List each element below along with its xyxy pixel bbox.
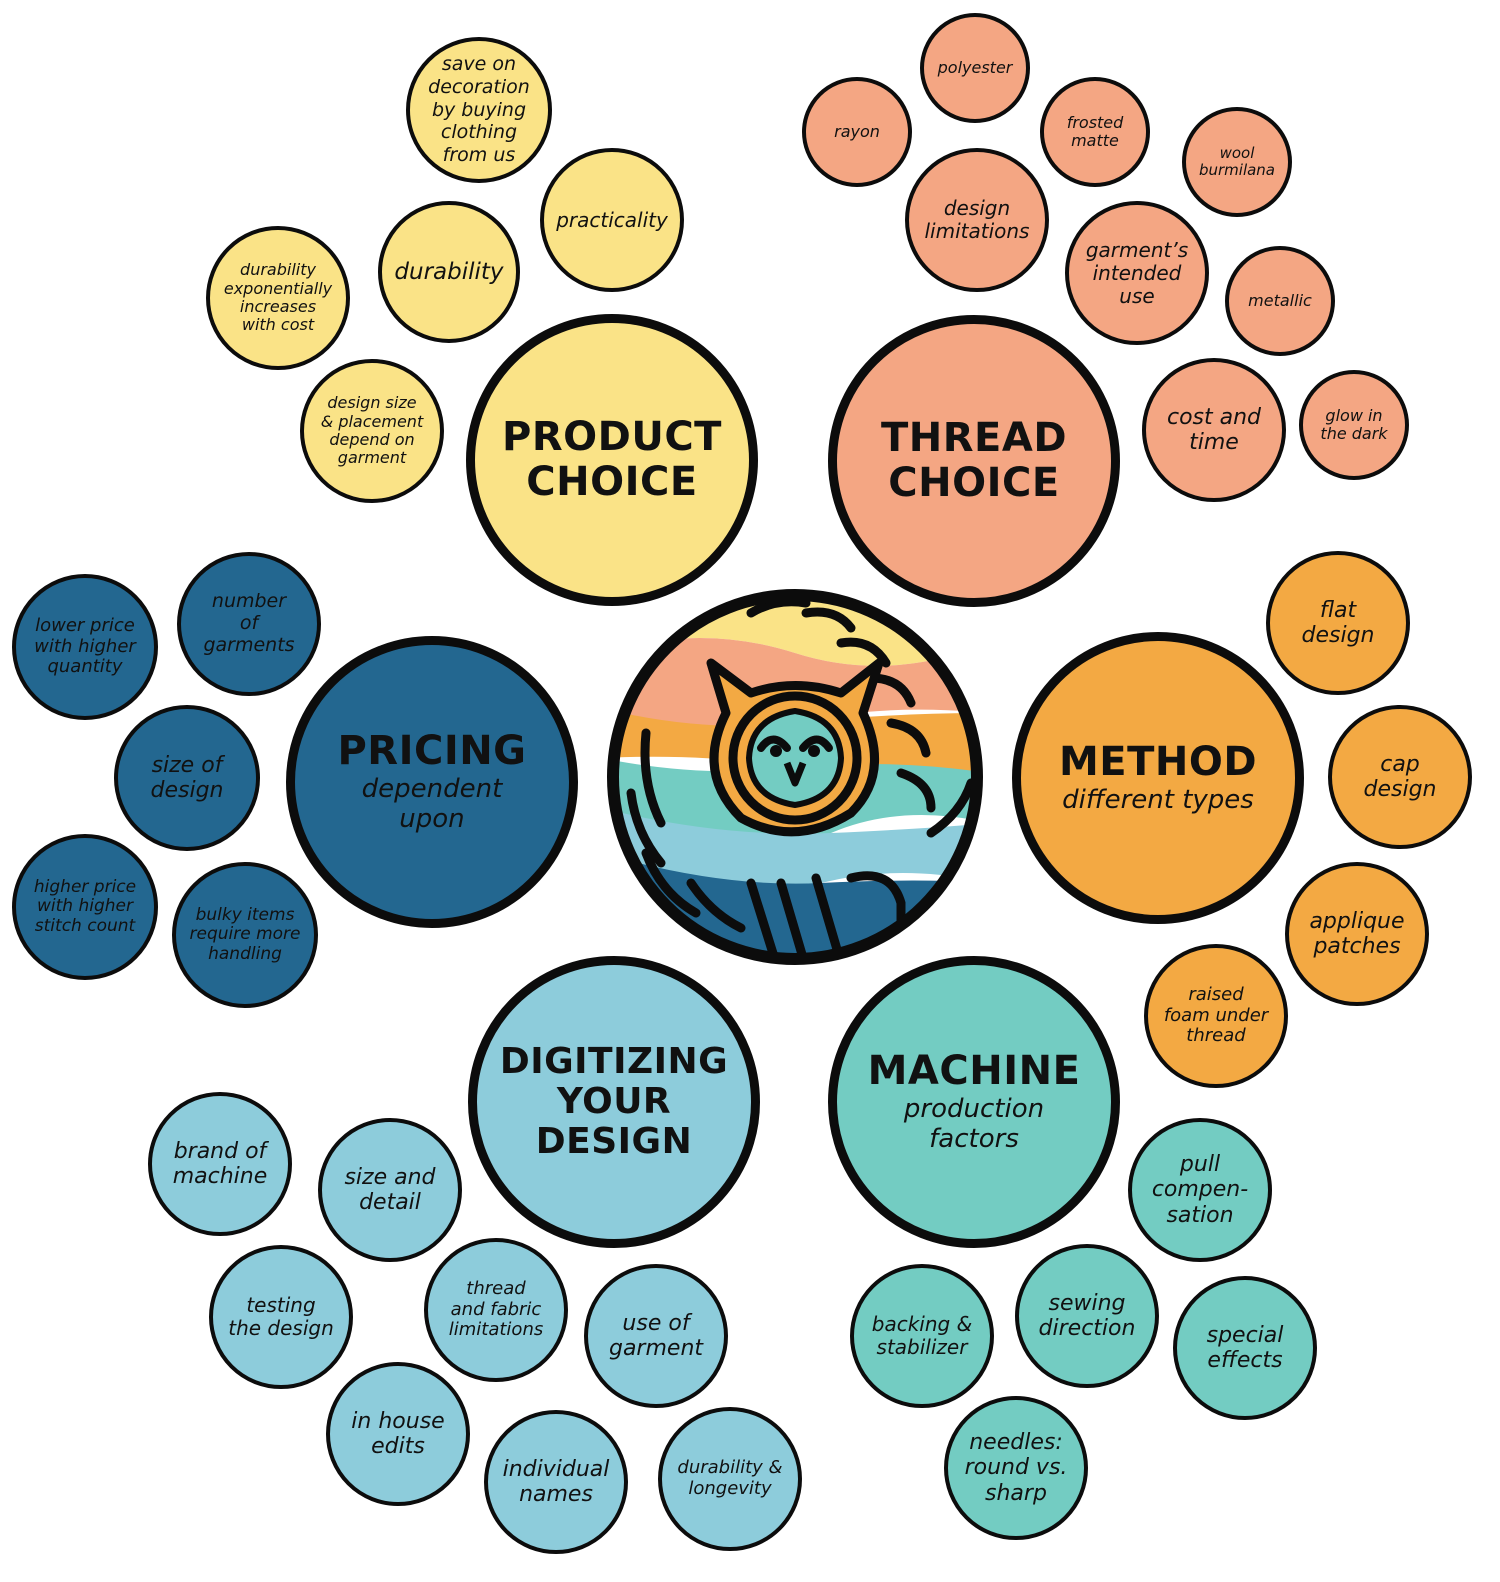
thread-choice-item-label: polyester xyxy=(937,57,1013,77)
pricing-item-label: number of garments xyxy=(203,590,295,656)
digitizing-item-label: in house edits xyxy=(351,1408,445,1459)
pricing-item-label: lower price with higher quantity xyxy=(34,614,136,678)
product-choice-item-label: design size & placement depend on garmen… xyxy=(320,393,424,468)
thread-choice-item-label: glow in the dark xyxy=(1320,405,1388,443)
thread-choice-item-label: cost and time xyxy=(1166,404,1262,455)
thread-choice-item: glow in the dark xyxy=(1299,370,1409,480)
product-choice-title: PRODUCT CHOICE xyxy=(502,414,722,505)
method-hub: METHOD different types xyxy=(1012,632,1304,924)
thread-choice-title: THREAD CHOICE xyxy=(880,415,1068,506)
digitizing-item: size and detail xyxy=(318,1118,462,1262)
digitizing-item-label: individual names xyxy=(502,1456,610,1507)
pricing-title: PRICING xyxy=(337,727,527,774)
pricing-hub: PRICING dependent upon xyxy=(286,636,578,928)
method-item-label: flat design xyxy=(1301,597,1375,648)
machine-item-label: sewing direction xyxy=(1038,1290,1136,1341)
thread-choice-item: polyester xyxy=(920,13,1030,123)
method-item-label: cap design xyxy=(1363,751,1437,802)
product-choice-item: design size & placement depend on garmen… xyxy=(300,359,444,503)
machine-item-label: needles: round vs. sharp xyxy=(964,1430,1068,1506)
pricing-item-label: size of design xyxy=(150,752,224,803)
method-item: raised foam under thread xyxy=(1144,944,1288,1088)
product-choice-item: durability exponentially increases with … xyxy=(206,226,350,370)
method-item-label: applique patches xyxy=(1309,908,1405,959)
thread-choice-item: design limitations xyxy=(905,148,1049,292)
digitizing-title: DIGITIZING YOUR DESIGN xyxy=(499,1040,729,1163)
pricing-item: bulky items require more handling xyxy=(172,862,318,1008)
thread-choice-item: garment’s intended use xyxy=(1065,201,1209,345)
product-choice-item: durability xyxy=(378,201,520,343)
pricing-item: size of design xyxy=(114,705,260,851)
method-item: cap design xyxy=(1328,705,1472,849)
thread-choice-item: wool burmilana xyxy=(1182,107,1292,217)
machine-item: sewing direction xyxy=(1015,1244,1159,1388)
product-choice-item: save on decoration by buying clothing fr… xyxy=(406,37,552,183)
thread-choice-item-label: design limitations xyxy=(924,196,1030,243)
digitizing-item-label: brand of machine xyxy=(172,1138,268,1189)
product-choice-item-label: durability xyxy=(394,258,504,285)
product-choice-item-label: practicality xyxy=(556,207,668,232)
pricing-item: number of garments xyxy=(177,552,321,696)
digitizing-item-label: use of garment xyxy=(608,1310,704,1361)
pricing-item-label: bulky items require more handling xyxy=(189,904,301,964)
digitizing-item: durability & longevity xyxy=(658,1407,802,1551)
product-choice-hub: PRODUCT CHOICE xyxy=(466,314,758,606)
machine-item-label: special effects xyxy=(1206,1322,1284,1373)
digitizing-item: testing the design xyxy=(209,1245,353,1389)
machine-title: MACHINE xyxy=(867,1047,1081,1094)
method-item-label: raised foam under thread xyxy=(1163,983,1269,1047)
digitizing-hub: DIGITIZING YOUR DESIGN xyxy=(468,956,760,1248)
digitizing-item: brand of machine xyxy=(148,1092,292,1236)
machine-item: needles: round vs. sharp xyxy=(944,1396,1088,1540)
thread-choice-item: cost and time xyxy=(1142,358,1286,502)
owl-logo-icon xyxy=(607,589,983,965)
thread-choice-item-label: frosted matte xyxy=(1066,112,1124,150)
thread-choice-item: rayon xyxy=(802,77,912,187)
product-choice-item-label: durability exponentially increases with … xyxy=(223,260,333,335)
digitizing-item: thread and fabric limitations xyxy=(424,1238,568,1382)
thread-choice-item-label: garment’s intended use xyxy=(1085,237,1189,308)
digitizing-item-label: thread and fabric limitations xyxy=(448,1277,544,1341)
digitizing-item-label: durability & longevity xyxy=(677,1457,783,1499)
digitizing-item-label: testing the design xyxy=(228,1293,334,1340)
digitizing-item: individual names xyxy=(484,1410,628,1554)
machine-item: backing & stabilizer xyxy=(850,1264,994,1408)
machine-item: special effects xyxy=(1173,1276,1317,1420)
digitizing-item: use of garment xyxy=(584,1264,728,1408)
method-subtitle: different types xyxy=(1062,785,1254,816)
thread-choice-item-label: metallic xyxy=(1248,290,1312,310)
thread-choice-item-label: rayon xyxy=(834,121,880,141)
machine-hub: MACHINE production factors xyxy=(828,956,1120,1248)
thread-choice-item: metallic xyxy=(1225,246,1335,356)
thread-choice-hub: THREAD CHOICE xyxy=(828,315,1120,607)
pricing-subtitle: dependent upon xyxy=(361,773,503,835)
method-item: flat design xyxy=(1266,551,1410,695)
product-choice-item-label: save on decoration by buying clothing fr… xyxy=(428,53,530,167)
thread-choice-item: frosted matte xyxy=(1040,77,1150,187)
pricing-item: lower price with higher quantity xyxy=(12,574,158,720)
digitizing-item: in house edits xyxy=(326,1362,470,1506)
thread-choice-item-label: wool burmilana xyxy=(1198,143,1276,179)
digitizing-item-label: size and detail xyxy=(344,1164,436,1215)
machine-item-label: pull compen- sation xyxy=(1151,1152,1249,1228)
method-item: applique patches xyxy=(1285,862,1429,1006)
pricing-item-label: higher price with higher stitch count xyxy=(33,876,137,936)
machine-subtitle: production factors xyxy=(903,1093,1045,1155)
machine-item: pull compen- sation xyxy=(1128,1118,1272,1262)
pricing-item: higher price with higher stitch count xyxy=(12,834,158,980)
product-choice-item: practicality xyxy=(540,148,684,292)
method-title: METHOD xyxy=(1058,739,1258,786)
machine-item-label: backing & stabilizer xyxy=(871,1312,973,1359)
